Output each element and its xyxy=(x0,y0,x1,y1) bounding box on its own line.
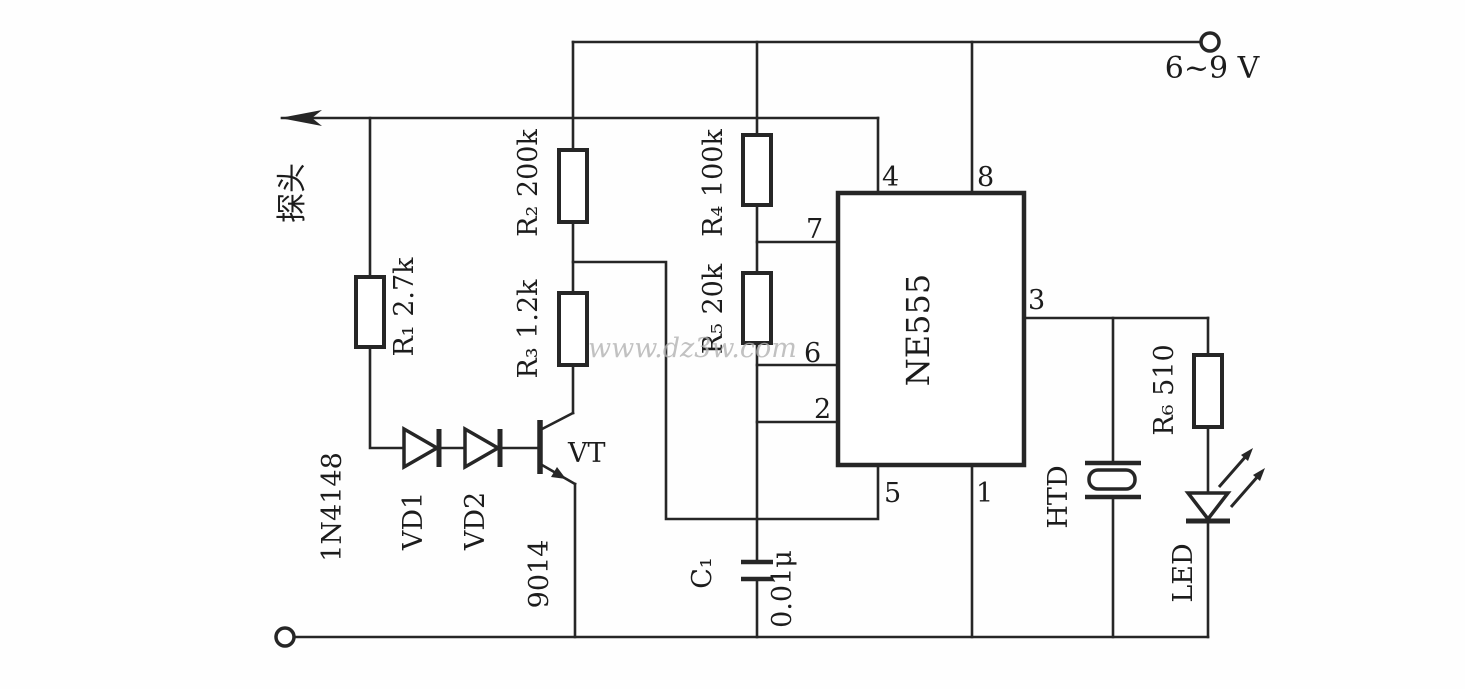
led-triangle xyxy=(1184,491,1232,522)
resistor-r4-label: R₄ 100k xyxy=(698,129,729,237)
transistor-type-label: 9014 xyxy=(524,540,555,609)
capacitor-c1 xyxy=(741,559,773,582)
resistor-r4 xyxy=(741,133,773,207)
pin-5-label: 5 xyxy=(884,478,901,509)
led-emission-arrowhead-1-icon xyxy=(1241,448,1253,461)
led-emission-arrowhead-2-icon xyxy=(1253,468,1265,481)
transistor-collector xyxy=(540,411,575,431)
capacitor-c1-value: 0.01μ xyxy=(767,550,798,628)
resistor-r1 xyxy=(354,275,386,349)
probe-label: 探头 xyxy=(275,163,310,223)
transistor-vt-label: VT xyxy=(567,438,606,469)
buzzer-disc xyxy=(1087,468,1137,491)
resistor-r3 xyxy=(557,291,589,367)
pin-1-label: 1 xyxy=(976,478,993,509)
resistor-r2-label: R₂ 200k xyxy=(513,129,544,237)
resistor-r6-label: R₆ 510 xyxy=(1149,344,1180,435)
pin-4-label: 4 xyxy=(882,162,899,193)
diode-vd2-label: VD2 xyxy=(460,492,491,551)
pin-6-label: 6 xyxy=(804,338,821,369)
pin-2-label: 2 xyxy=(814,394,831,425)
led-emission-arrow-1 xyxy=(1217,454,1249,488)
resistor-r5 xyxy=(741,271,773,345)
resistor-r5-label: R₅ 20k xyxy=(698,263,729,354)
pin-8-label: 8 xyxy=(977,162,994,193)
resistor-r6 xyxy=(1192,353,1224,429)
power-supply-label: 6~9 V xyxy=(1165,51,1261,86)
buzzer-htd xyxy=(1085,460,1141,500)
ground-terminal xyxy=(274,626,296,648)
diode-vd2-triangle xyxy=(463,425,502,471)
led-emission-arrow-2 xyxy=(1229,474,1261,508)
transistor-emitter-arrow-icon xyxy=(551,467,566,479)
diode-vd1-triangle xyxy=(402,425,441,471)
resistor-r3-label: R₃ 1.2k xyxy=(513,279,544,379)
diode-vd2 xyxy=(463,425,503,471)
watermark: www.dz3w.com xyxy=(588,333,797,364)
led-diode xyxy=(1184,448,1265,524)
wires xyxy=(280,40,1210,639)
led-label: LED xyxy=(1168,543,1199,602)
pin-3-label: 3 xyxy=(1028,285,1045,316)
capacitor-c1-label: C₁ xyxy=(687,557,718,588)
diode-type-label: 1N4148 xyxy=(317,452,348,562)
wire-junction-to-pin5 xyxy=(571,260,880,521)
power-terminal xyxy=(1199,31,1221,53)
probe-arrowhead-icon xyxy=(280,110,322,126)
diode-vd1 xyxy=(402,425,442,471)
ic-ne555-body xyxy=(835,190,1027,468)
ic-ne555-label: NE555 xyxy=(899,274,937,386)
pin-7-label: 7 xyxy=(806,214,823,245)
transistor-vt xyxy=(537,411,577,486)
diode-vd1-label: VD1 xyxy=(398,492,429,551)
resistor-r1-label: R₁ 2.7k xyxy=(389,257,420,357)
resistor-r2 xyxy=(557,148,589,224)
buzzer-htd-label: HTD xyxy=(1043,465,1074,528)
wire-r1-to-vd1 xyxy=(368,345,404,450)
